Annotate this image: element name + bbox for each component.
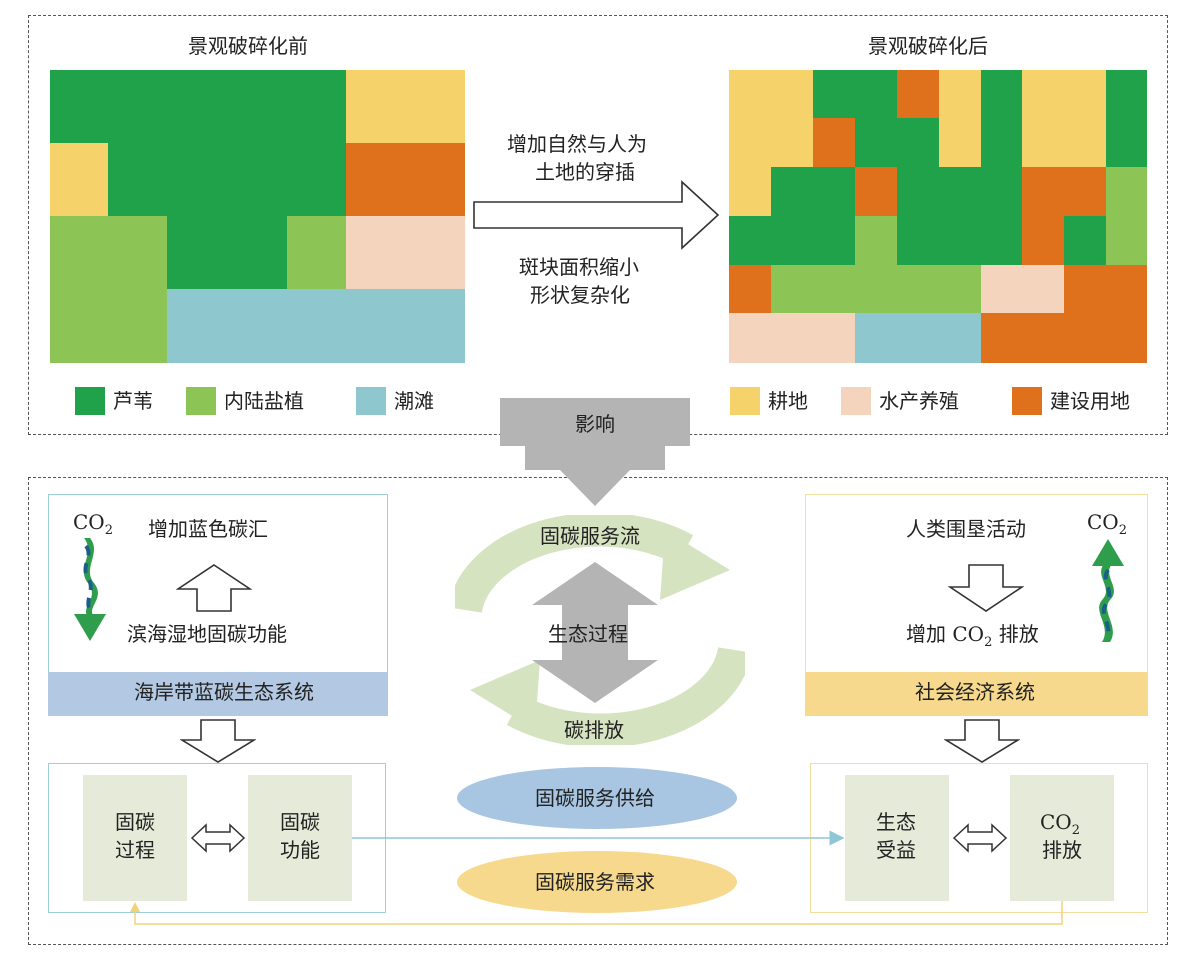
right-down-hollow-arrow-small-icon [948,564,1024,612]
patch [50,216,167,363]
carbon-process-line1: 固碳 [115,810,155,834]
patch [167,289,465,363]
map-after [729,70,1147,363]
patch [1022,216,1064,265]
patch [981,70,1022,265]
patch [108,143,346,216]
patch [729,216,855,265]
carbon-function-line2: 功能 [280,838,320,862]
left-system-bar [48,672,388,716]
right-system-bar [805,672,1148,716]
legend-label-farmland: 耕地 [768,389,808,413]
patch [771,265,981,313]
legend-swatch-inland-salt [186,387,216,415]
arrow-text-line4: 形状复杂化 [530,283,630,307]
legend-swatch-construction [1012,387,1042,415]
up-hollow-arrow-icon [176,564,252,612]
patch [855,118,939,167]
patch [50,70,346,143]
arrow-text-line2: 土地的穿插 [535,160,635,184]
cycle-arrows-icon [455,515,745,745]
right-mid-text: 增加 CO2 排放 [906,622,1039,650]
supply-label: 固碳服务供给 [535,786,655,810]
patch [813,118,855,167]
influence-arrow-icon [500,398,690,506]
patch [981,313,1147,363]
process-label: 生态过程 [548,622,628,646]
patch [855,167,897,216]
arrow-text-line1: 增加自然与人为 [507,132,647,156]
legend-label-construction: 建设用地 [1050,389,1130,413]
left-double-arrow-icon [190,823,246,853]
patch [813,70,897,118]
legend-label-reed: 芦苇 [113,389,153,413]
legend-swatch-tidal-flat [356,387,386,415]
patch [855,313,981,363]
co2-emission-line1: CO2 [1040,810,1080,838]
patch [346,216,465,289]
eco-benefit-box [845,775,949,901]
after-title: 景观破碎化后 [868,34,988,58]
legend-label-aquaculture: 水产养殖 [879,389,959,413]
right-system-bar-label: 社会经济系统 [915,680,1035,704]
arrow-text-line3: 斑块面积缩小 [519,255,639,279]
right-arrow-icon [473,180,720,250]
map-before [50,70,465,363]
right-top-text: 人类围垦活动 [906,517,1026,541]
legend-swatch-aquaculture [841,387,871,415]
patch [346,143,465,216]
demand-label: 固碳服务需求 [535,870,655,894]
patch [1064,265,1147,313]
legend-label-tidal-flat: 潮滩 [394,389,434,413]
legend-swatch-farmland [730,387,760,415]
patch [50,143,108,216]
patch [287,216,346,289]
patch [939,70,981,167]
patch [1022,70,1106,167]
co2-up-arrow-icon [1092,539,1124,642]
co2-emission-box [1010,775,1114,901]
legend-label-inland-salt: 内陆盐植 [224,389,304,413]
left-down-hollow-arrow-icon [180,719,256,763]
co2-emission-line2: 排放 [1042,838,1082,862]
carbon-process-box [83,775,187,901]
patch [897,167,981,265]
patch [1106,70,1147,167]
carbon-function-box [248,775,352,901]
demand-ellipse [457,851,737,913]
patch [855,216,897,265]
patch [1064,216,1106,265]
left-mid-text: 滨海湿地固碳功能 [127,622,287,646]
right-double-arrow-icon [952,823,1008,853]
carbon-function-line1: 固碳 [280,810,320,834]
legend-swatch-reed [75,387,105,415]
co2-down-arrow-icon [74,538,106,641]
before-title: 景观破碎化前 [188,34,308,58]
patch [1106,167,1147,265]
patch [1022,167,1106,216]
eco-benefit-line1: 生态 [876,810,916,834]
left-co2-label: CO2 [73,510,113,538]
right-co2-label: CO2 [1087,510,1127,538]
influence-label: 影响 [575,412,615,436]
patch [729,313,855,363]
patch [897,70,939,118]
patch [771,167,855,216]
left-system-bar-label: 海岸带蓝碳生态系统 [134,680,314,704]
carbon-process-line2: 过程 [115,838,155,862]
patch [346,70,465,143]
eco-benefit-line2: 受益 [876,838,916,862]
patch [729,265,771,313]
right-down-hollow-arrow-icon [944,719,1020,763]
flow-bottom-label: 碳排放 [564,718,624,742]
flow-top-label: 固碳服务流 [540,524,640,548]
supply-ellipse [457,767,737,829]
left-top-text: 增加蓝色碳汇 [148,517,268,541]
patch [981,265,1064,313]
double-arrow-icon [532,562,658,703]
patch [167,216,287,289]
